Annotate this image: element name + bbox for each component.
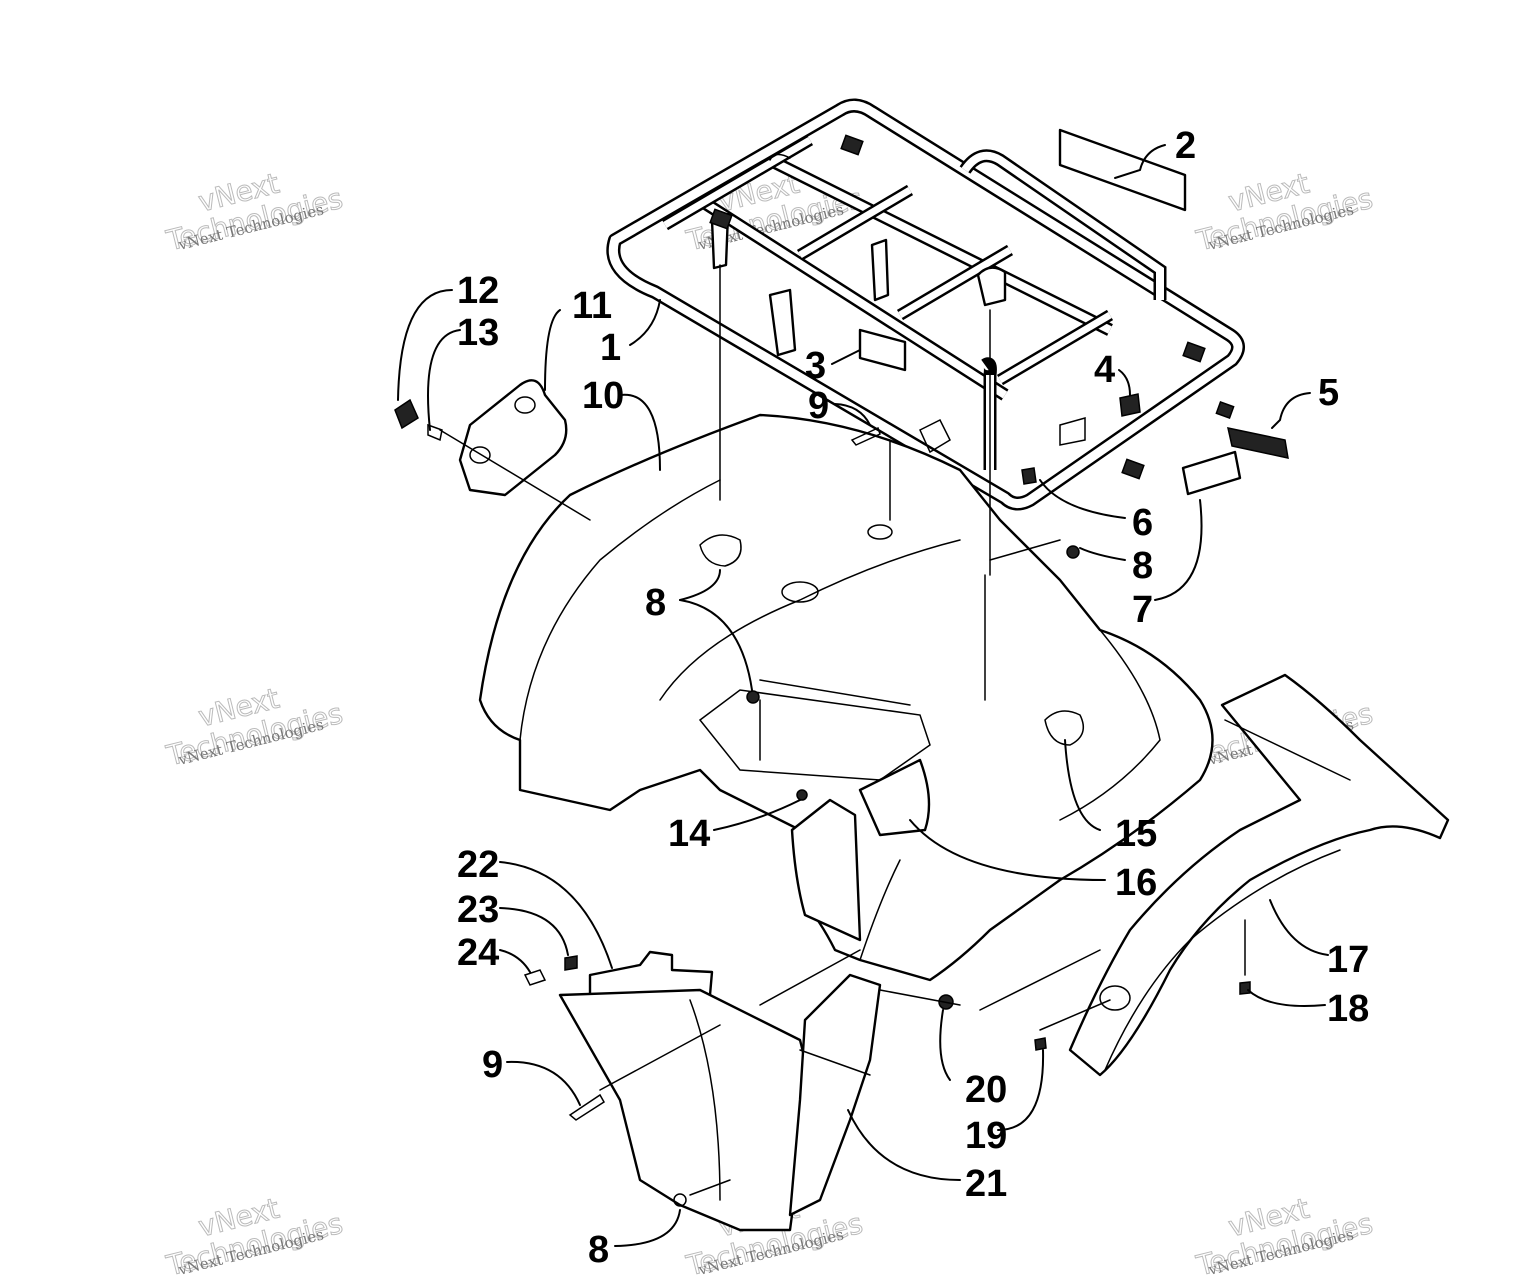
watermark: vNextTechnologies vNext Technologies: [162, 681, 346, 773]
fender-rivet: [699, 534, 742, 567]
callout-3: 3: [805, 345, 826, 387]
callout-12: 12: [457, 270, 499, 312]
clip-fastener: [427, 423, 443, 442]
callout-22: 22: [457, 844, 499, 886]
assembly-lines: [439, 264, 1246, 1196]
screw: [796, 789, 808, 801]
callout-16: 16: [1115, 862, 1157, 904]
washer: [523, 969, 547, 986]
rivet: [746, 690, 760, 704]
rear-rack: [606, 98, 1245, 511]
callout-2: 2: [1175, 125, 1196, 167]
rack-grip: [1227, 427, 1289, 459]
screw: [1239, 981, 1251, 995]
rivet: [1066, 545, 1080, 559]
callout-21: 21: [965, 1163, 1007, 1205]
side-bracket: [458, 379, 568, 497]
fender-insert: [858, 758, 931, 837]
rivet: [673, 1193, 687, 1207]
callout-23: 23: [457, 889, 499, 931]
callout-6: 6: [1132, 502, 1153, 544]
callout-10: 10: [582, 375, 624, 417]
callout-8: 8: [588, 1229, 609, 1271]
callout-8: 8: [1132, 545, 1153, 587]
callout-5: 5: [1318, 372, 1339, 414]
callout-9: 9: [482, 1044, 503, 1086]
reflector: [1181, 450, 1242, 496]
watermark: vNextTechnologies vNext Technologies: [162, 1191, 346, 1280]
fender-flare: [1068, 673, 1450, 1077]
rear-fender: [478, 413, 1214, 982]
bolt: [1021, 467, 1037, 485]
callout-20: 20: [965, 1069, 1007, 1111]
lower-panel: [558, 988, 812, 1232]
push-rivet: [568, 1093, 606, 1121]
rack-plug: [1119, 393, 1141, 417]
screw: [1034, 1037, 1047, 1051]
callout-1: 1: [600, 327, 621, 369]
fender-pad: [1044, 710, 1085, 746]
leader-lines: [397, 144, 1329, 1247]
knob-fastener: [394, 398, 419, 430]
callout-9: 9: [808, 385, 829, 427]
screw: [564, 955, 578, 971]
callout-11: 11: [572, 285, 612, 327]
mud-flap: [788, 973, 882, 1217]
callout-17: 17: [1327, 939, 1369, 981]
callout-8: 8: [645, 582, 666, 624]
callout-labels: 2 1 3 9 4 5 6 8 7 8 10 11 12 13 14 15 16…: [457, 125, 1369, 1271]
watermark: vNextTechnologies vNext Technologies: [162, 166, 346, 258]
callout-18: 18: [1327, 988, 1369, 1030]
decal-rack-top: [1058, 128, 1187, 212]
splash-panel: [790, 798, 862, 942]
watermark: vNextTechnologies vNext Technologies: [1192, 1191, 1376, 1280]
watermark: vNextTechnologies vNext Technologies: [1192, 166, 1376, 258]
callout-15: 15: [1115, 813, 1157, 855]
decal-small: [858, 328, 907, 372]
callout-14: 14: [668, 813, 710, 855]
tab-clip: [919, 418, 951, 454]
callout-7: 7: [1132, 589, 1153, 631]
callout-13: 13: [457, 312, 499, 354]
callout-4: 4: [1094, 349, 1115, 391]
callout-24: 24: [457, 932, 499, 974]
callout-19: 19: [965, 1115, 1007, 1157]
push-rivet: [850, 426, 881, 446]
